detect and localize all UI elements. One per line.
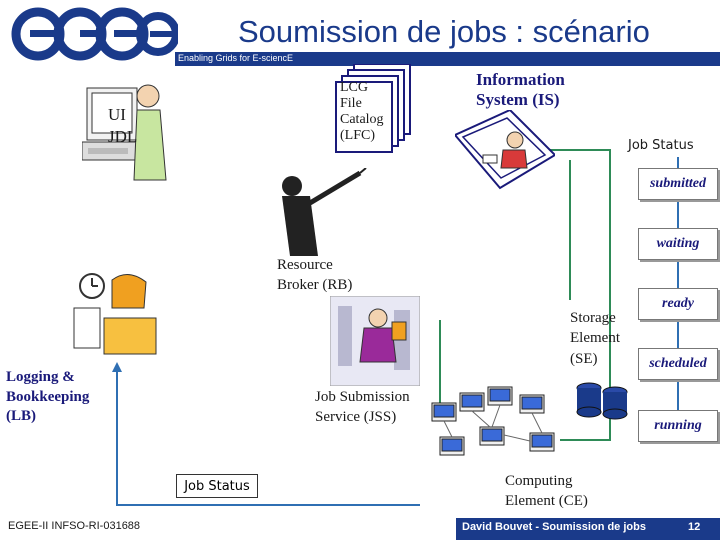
- state-submitted: submitted: [638, 168, 718, 200]
- state-running: running: [638, 410, 718, 442]
- tagline: Enabling Grids for E-sciencE: [178, 53, 294, 63]
- jss-illustration: [329, 295, 421, 387]
- resource-broker-illustration: [270, 167, 370, 258]
- is-illustration: [453, 108, 557, 190]
- storage-cylinders-icon: [575, 380, 645, 420]
- slide-title: Soumission de jobs : scénario: [238, 14, 650, 49]
- job-status-label-bottom: Job Status: [176, 474, 258, 498]
- lb-label: Logging & Bookkeeping (LB): [6, 369, 90, 424]
- ui-label: UI JDL: [108, 105, 138, 147]
- se-label: Storage Element (SE): [570, 310, 620, 367]
- jss-label: Job Submission Service (JSS): [315, 389, 410, 425]
- page-number: 12: [688, 521, 701, 533]
- state-waiting: waiting: [638, 228, 718, 260]
- is-label: Information System (IS): [476, 70, 565, 110]
- lfc-label: LCG File Catalog (LFC): [340, 80, 384, 144]
- egee-logo: [8, 4, 180, 64]
- footer-right-band: [456, 518, 720, 540]
- header-strip: [175, 52, 720, 66]
- lb-illustration: [68, 268, 168, 358]
- ce-label: Computing Element (CE): [505, 473, 588, 509]
- computing-cluster-icon: [430, 385, 570, 475]
- job-status-label-top: Job Status: [628, 138, 694, 153]
- rb-label: Resource Broker (RB): [277, 257, 353, 293]
- footer-author: David Bouvet - Soumission de jobs: [462, 521, 646, 533]
- state-scheduled: scheduled: [638, 348, 718, 380]
- lfc-documents-illustration: [334, 63, 414, 154]
- footer-project-code: EGEE-II INFSO-RI-031688: [8, 520, 141, 532]
- ui-user-illustration: [81, 80, 167, 185]
- state-ready: ready: [638, 288, 718, 320]
